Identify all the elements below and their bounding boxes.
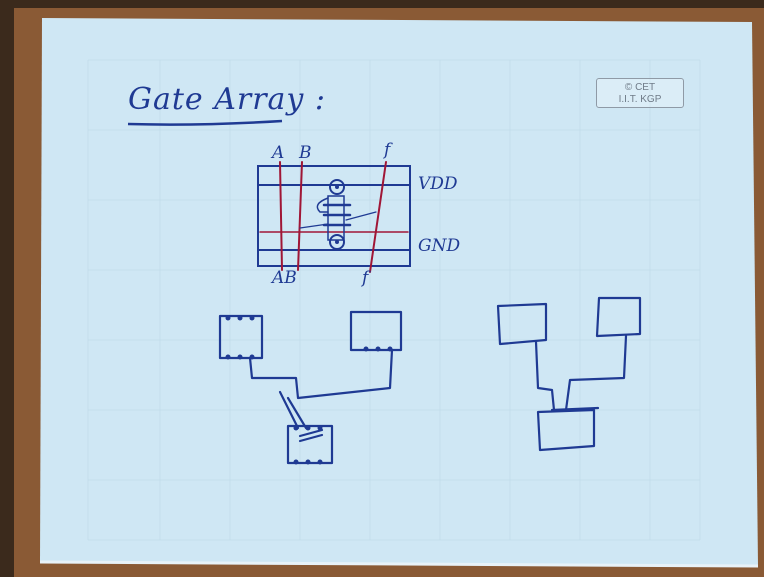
label-output-f-top: f xyxy=(384,140,391,160)
page-title: Gate Array : xyxy=(128,82,327,117)
title-underline xyxy=(127,119,283,126)
routed-blocks-right xyxy=(496,296,642,452)
label-inputs-ab-bottom: AB xyxy=(272,268,297,288)
label-input-b-top: B xyxy=(299,143,312,163)
label-vdd-rail: VDD xyxy=(418,174,458,194)
watermark-line-1: © CET xyxy=(624,82,656,93)
gate-array-cell xyxy=(257,161,411,273)
watermark-line-2: I.I.T. KGP xyxy=(618,94,662,105)
label-gnd-rail: GND xyxy=(418,236,461,256)
watermark-badge: © CET I.I.T. KGP xyxy=(596,78,684,108)
pin-dots xyxy=(225,315,393,465)
label-output-f-bottom: f xyxy=(362,268,369,288)
label-input-a-top: A xyxy=(272,143,285,163)
